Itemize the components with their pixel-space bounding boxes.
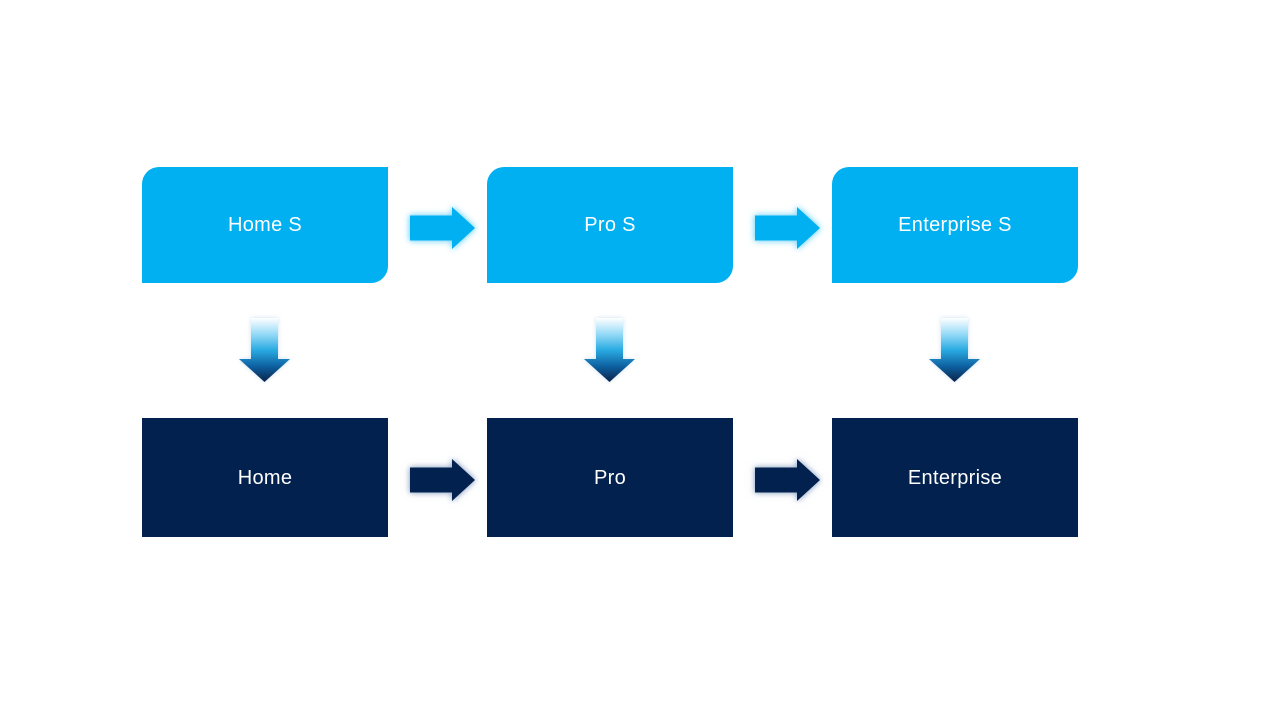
arrow-right-icon <box>755 207 820 249</box>
arrow-right-icon <box>410 207 475 249</box>
arrow-right-icon <box>410 459 475 501</box>
box-enterprise-s: Enterprise S <box>832 167 1078 283</box>
box-enterprise-s-label: Enterprise S <box>898 214 1012 236</box>
box-pro: Pro <box>487 418 733 537</box>
box-home-s: Home S <box>142 167 388 283</box>
box-home-s-label: Home S <box>227 214 303 236</box>
arrow-down-icon <box>239 318 290 382</box>
box-enterprise: Enterprise <box>832 418 1078 537</box>
box-home-label: Home <box>237 466 293 489</box>
arrow-down-icon <box>929 318 980 382</box>
arrow-down-icon <box>584 318 635 382</box>
box-enterprise-label: Enterprise <box>907 466 1003 489</box>
box-home: Home <box>142 418 388 537</box>
box-pro-label: Pro <box>593 466 627 489</box>
arrow-right-icon <box>755 459 820 501</box>
box-pro-s: Pro S <box>487 167 733 283</box>
box-pro-s-label: Pro S <box>584 214 636 236</box>
